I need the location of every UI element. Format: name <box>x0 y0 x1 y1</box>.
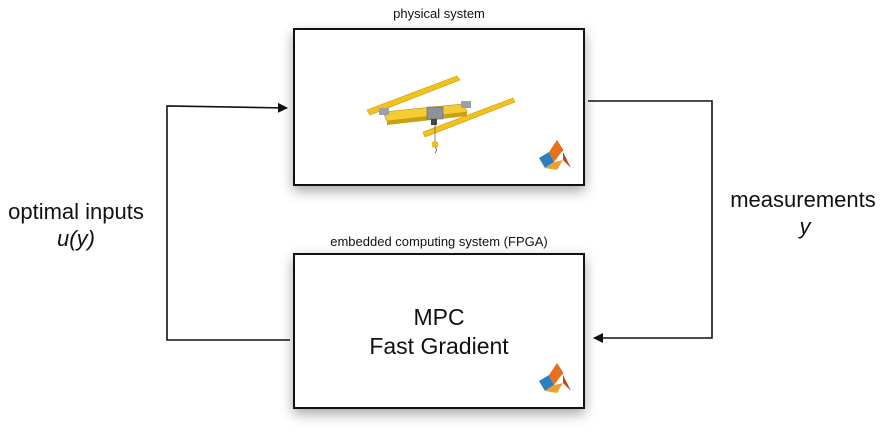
optimal-inputs-variable: u(y) <box>57 226 95 251</box>
optimal-inputs-label: optimal inputs u(y) <box>0 198 152 252</box>
embedded-system-text: MPC Fast Gradient <box>295 303 583 361</box>
measurements-wire <box>588 100 713 343</box>
embedded-system-caption: embedded computing system (FPGA) <box>330 234 548 249</box>
physical-system-caption: physical system <box>393 6 485 21</box>
measurements-label: measurements y <box>722 186 884 240</box>
embedded-system-box[interactable]: MPC Fast Gradient <box>293 253 585 409</box>
physical-system-box[interactable] <box>293 28 585 186</box>
overhead-crane-image <box>366 75 515 154</box>
inputs-wire <box>166 102 290 341</box>
measurements-text: measurements <box>730 187 876 212</box>
optimal-inputs-text: optimal inputs <box>8 199 144 224</box>
fast-gradient-label: Fast Gradient <box>369 333 509 359</box>
matlab-logo-icon <box>539 140 571 170</box>
matlab-logo-icon <box>539 363 571 393</box>
measurements-variable: y <box>799 214 811 239</box>
mpc-label: MPC <box>413 304 465 330</box>
